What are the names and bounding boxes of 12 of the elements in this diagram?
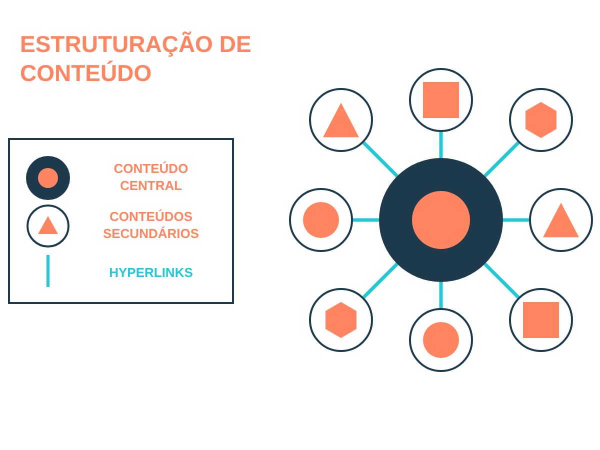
hyperlink-line <box>484 141 520 178</box>
hyperlink-line <box>362 141 398 178</box>
hyperlink-line <box>353 218 379 222</box>
hyperlink-line <box>362 262 398 299</box>
hyperlink-line <box>484 262 520 299</box>
hyperlink-line <box>439 282 443 308</box>
hyperlink-line <box>503 218 529 222</box>
title: ESTRUTURAÇÃO DE CONTEÚDO <box>20 30 252 88</box>
legend-text: HYPERLINKS <box>108 264 194 281</box>
hyperlink-line <box>439 132 443 158</box>
legend-text: CONTEÚDOS SECUNDÁRIOS <box>102 208 200 242</box>
legend-text: CONTEÚDO CENTRAL <box>112 160 190 194</box>
